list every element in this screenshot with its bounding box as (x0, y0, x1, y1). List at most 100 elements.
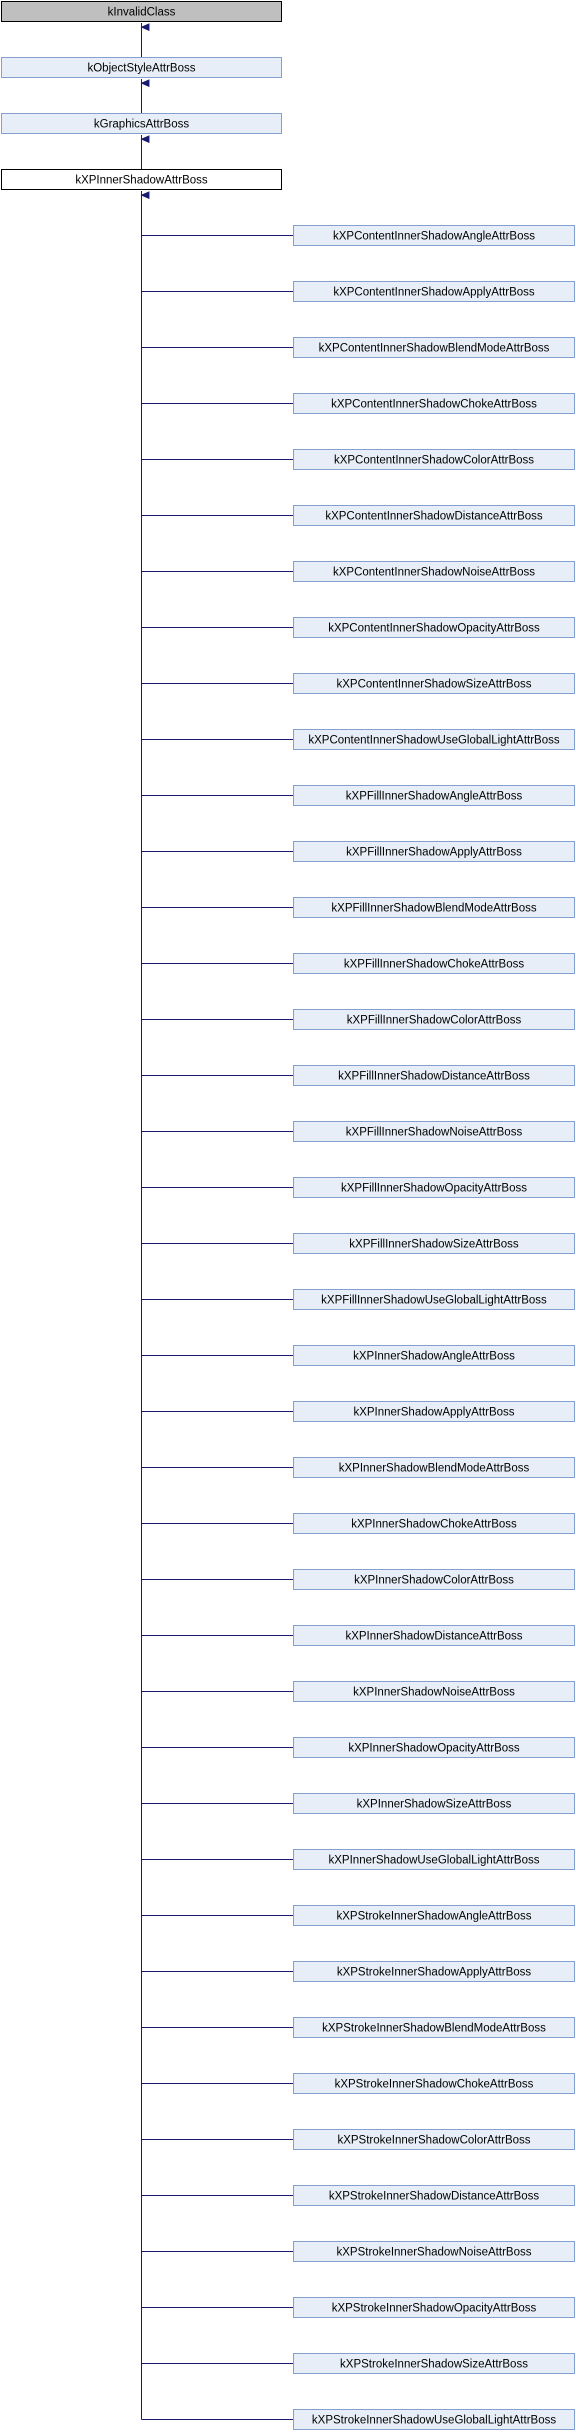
class-node-k-xpcontent-inner-shadow-distance-attr-boss-box (293, 505, 575, 526)
class-node-k-xpinner-shadow-attr-boss[interactable]: kXPInnerShadowAttrBoss (1, 169, 282, 190)
class-node-k-xpcontent-inner-shadow-distance-attr-boss-label: kXPContentInnerShadowDistanceAttrBoss (325, 511, 543, 523)
class-node-k-xpfill-inner-shadow-opacity-attr-boss[interactable]: kXPFillInnerShadowOpacityAttrBoss (293, 1177, 575, 1198)
class-node-k-xpcontent-inner-shadow-size-attr-boss-label: kXPContentInnerShadowSizeAttrBoss (337, 679, 532, 691)
class-node-k-xpinner-shadow-angle-attr-boss[interactable]: kXPInnerShadowAngleAttrBoss (293, 1345, 575, 1366)
class-node-k-xpcontent-inner-shadow-angle-attr-boss-box (293, 225, 575, 246)
class-node-k-xpfill-inner-shadow-blend-mode-attr-boss[interactable]: kXPFillInnerShadowBlendModeAttrBoss (293, 897, 575, 918)
class-node-k-xpinner-shadow-apply-attr-boss[interactable]: kXPInnerShadowApplyAttrBoss (293, 1401, 575, 1422)
class-node-k-xpfill-inner-shadow-use-global-light-attr-boss[interactable]: kXPFillInnerShadowUseGlobalLightAttrBoss (293, 1289, 575, 1310)
class-node-k-xpfill-inner-shadow-angle-attr-boss[interactable]: kXPFillInnerShadowAngleAttrBoss (293, 785, 575, 806)
class-node-k-xpstroke-inner-shadow-angle-attr-boss-box (293, 1905, 575, 1926)
class-node-k-xpstroke-inner-shadow-distance-attr-boss-label: kXPStrokeInnerShadowDistanceAttrBoss (329, 2191, 540, 2203)
class-node-k-xpfill-inner-shadow-blend-mode-attr-boss-box (293, 897, 575, 918)
class-node-k-xpcontent-inner-shadow-choke-attr-boss-label: kXPContentInnerShadowChokeAttrBoss (331, 399, 537, 411)
class-node-k-xpcontent-inner-shadow-noise-attr-boss-box (293, 561, 575, 582)
class-node-k-xpstroke-inner-shadow-size-attr-boss[interactable]: kXPStrokeInnerShadowSizeAttrBoss (293, 2353, 575, 2374)
class-node-k-xpstroke-inner-shadow-distance-attr-boss[interactable]: kXPStrokeInnerShadowDistanceAttrBoss (293, 2185, 575, 2206)
class-node-k-xpstroke-inner-shadow-choke-attr-boss-label: kXPStrokeInnerShadowChokeAttrBoss (335, 2079, 534, 2091)
class-node-k-xpinner-shadow-noise-attr-boss[interactable]: kXPInnerShadowNoiseAttrBoss (293, 1681, 575, 1702)
class-node-k-xpfill-inner-shadow-distance-attr-boss-box (293, 1065, 575, 1086)
class-node-k-xpcontent-inner-shadow-opacity-attr-boss-box (293, 617, 575, 638)
class-node-k-xpinner-shadow-opacity-attr-boss-box (293, 1737, 575, 1758)
class-node-k-xpstroke-inner-shadow-noise-attr-boss-box (293, 2241, 575, 2262)
class-node-k-xpfill-inner-shadow-choke-attr-boss-label: kXPFillInnerShadowChokeAttrBoss (344, 959, 524, 971)
class-node-k-xpcontent-inner-shadow-use-global-light-attr-boss-label: kXPContentInnerShadowUseGlobalLightAttrB… (308, 735, 559, 747)
class-node-k-xpinner-shadow-choke-attr-boss-label: kXPInnerShadowChokeAttrBoss (351, 1519, 517, 1531)
class-node-k-xpstroke-inner-shadow-use-global-light-attr-boss-label: kXPStrokeInnerShadowUseGlobalLightAttrBo… (312, 2415, 556, 2427)
class-node-k-xpfill-inner-shadow-choke-attr-boss[interactable]: kXPFillInnerShadowChokeAttrBoss (293, 953, 575, 974)
class-node-k-xpinner-shadow-color-attr-boss-box (293, 1569, 575, 1590)
class-node-k-xpinner-shadow-attr-boss-box (1, 169, 282, 190)
class-node-k-xpstroke-inner-shadow-angle-attr-boss-label: kXPStrokeInnerShadowAngleAttrBoss (337, 1911, 532, 1923)
class-node-k-xpinner-shadow-use-global-light-attr-boss[interactable]: kXPInnerShadowUseGlobalLightAttrBoss (293, 1849, 575, 1870)
class-node-k-xpfill-inner-shadow-choke-attr-boss-box (293, 953, 575, 974)
class-node-k-xpcontent-inner-shadow-size-attr-boss[interactable]: kXPContentInnerShadowSizeAttrBoss (293, 673, 575, 694)
class-node-k-xpfill-inner-shadow-apply-attr-boss-label: kXPFillInnerShadowApplyAttrBoss (346, 847, 522, 859)
class-node-k-xpinner-shadow-distance-attr-boss-label: kXPInnerShadowDistanceAttrBoss (345, 1631, 522, 1643)
class-node-k-xpstroke-inner-shadow-choke-attr-boss-box (293, 2073, 575, 2094)
class-node-k-xpfill-inner-shadow-apply-attr-boss[interactable]: kXPFillInnerShadowApplyAttrBoss (293, 841, 575, 862)
class-node-k-xpstroke-inner-shadow-choke-attr-boss[interactable]: kXPStrokeInnerShadowChokeAttrBoss (293, 2073, 575, 2094)
class-node-k-xpinner-shadow-attr-boss-label: kXPInnerShadowAttrBoss (75, 175, 208, 187)
class-node-k-xpinner-shadow-apply-attr-boss-label: kXPInnerShadowApplyAttrBoss (353, 1407, 514, 1419)
class-node-k-xpinner-shadow-choke-attr-boss-box (293, 1513, 575, 1534)
class-node-k-xpstroke-inner-shadow-use-global-light-attr-boss[interactable]: kXPStrokeInnerShadowUseGlobalLightAttrBo… (293, 2409, 575, 2430)
class-node-k-xpcontent-inner-shadow-opacity-attr-boss-label: kXPContentInnerShadowOpacityAttrBoss (328, 623, 540, 635)
class-node-k-xpcontent-inner-shadow-blend-mode-attr-boss-box (293, 337, 575, 358)
class-node-k-xpcontent-inner-shadow-opacity-attr-boss[interactable]: kXPContentInnerShadowOpacityAttrBoss (293, 617, 575, 638)
class-node-k-xpinner-shadow-noise-attr-boss-label: kXPInnerShadowNoiseAttrBoss (353, 1687, 515, 1699)
class-node-k-xpinner-shadow-opacity-attr-boss[interactable]: kXPInnerShadowOpacityAttrBoss (293, 1737, 575, 1758)
class-node-k-xpinner-shadow-size-attr-boss[interactable]: kXPInnerShadowSizeAttrBoss (293, 1793, 575, 1814)
class-node-k-xpcontent-inner-shadow-color-attr-boss[interactable]: kXPContentInnerShadowColorAttrBoss (293, 449, 575, 470)
class-node-k-xpstroke-inner-shadow-color-attr-boss-box (293, 2129, 575, 2150)
class-node-k-xpinner-shadow-apply-attr-boss-box (293, 1401, 575, 1422)
class-node-k-xpfill-inner-shadow-color-attr-boss[interactable]: kXPFillInnerShadowColorAttrBoss (293, 1009, 575, 1030)
class-node-k-xpstroke-inner-shadow-noise-attr-boss[interactable]: kXPStrokeInnerShadowNoiseAttrBoss (293, 2241, 575, 2262)
class-node-k-xpstroke-inner-shadow-color-attr-boss[interactable]: kXPStrokeInnerShadowColorAttrBoss (293, 2129, 575, 2150)
class-node-k-object-style-attr-boss-box (1, 57, 282, 78)
class-node-k-invalid-class-label: kInvalidClass (108, 7, 176, 19)
class-node-k-xpinner-shadow-use-global-light-attr-boss-label: kXPInnerShadowUseGlobalLightAttrBoss (329, 1855, 540, 1867)
class-node-k-xpinner-shadow-angle-attr-boss-box (293, 1345, 575, 1366)
class-node-k-xpfill-inner-shadow-blend-mode-attr-boss-label: kXPFillInnerShadowBlendModeAttrBoss (331, 903, 536, 915)
class-node-k-xpfill-inner-shadow-angle-attr-boss-box (293, 785, 575, 806)
class-node-k-xpcontent-inner-shadow-noise-attr-boss[interactable]: kXPContentInnerShadowNoiseAttrBoss (293, 561, 575, 582)
class-node-k-xpcontent-inner-shadow-choke-attr-boss-box (293, 393, 575, 414)
class-node-k-xpstroke-inner-shadow-blend-mode-attr-boss-label: kXPStrokeInnerShadowBlendModeAttrBoss (322, 2023, 546, 2035)
class-node-k-xpfill-inner-shadow-size-attr-boss[interactable]: kXPFillInnerShadowSizeAttrBoss (293, 1233, 575, 1254)
class-node-k-xpcontent-inner-shadow-apply-attr-boss-label: kXPContentInnerShadowApplyAttrBoss (333, 287, 535, 299)
class-node-k-xpinner-shadow-choke-attr-boss[interactable]: kXPInnerShadowChokeAttrBoss (293, 1513, 575, 1534)
class-node-k-xpinner-shadow-distance-attr-boss[interactable]: kXPInnerShadowDistanceAttrBoss (293, 1625, 575, 1646)
class-node-k-xpstroke-inner-shadow-apply-attr-boss-box (293, 1961, 575, 1982)
class-node-k-xpcontent-inner-shadow-use-global-light-attr-boss-box (293, 729, 575, 750)
class-node-k-xpinner-shadow-use-global-light-attr-boss-box (293, 1849, 575, 1870)
class-node-k-graphics-attr-boss-box (1, 113, 282, 134)
class-node-k-xpinner-shadow-color-attr-boss[interactable]: kXPInnerShadowColorAttrBoss (293, 1569, 575, 1590)
class-node-k-xpcontent-inner-shadow-blend-mode-attr-boss-label: kXPContentInnerShadowBlendModeAttrBoss (319, 343, 550, 355)
class-node-k-invalid-class[interactable]: kInvalidClass (1, 1, 282, 22)
class-node-k-xpcontent-inner-shadow-apply-attr-boss[interactable]: kXPContentInnerShadowApplyAttrBoss (293, 281, 575, 302)
class-node-k-xpcontent-inner-shadow-angle-attr-boss-label: kXPContentInnerShadowAngleAttrBoss (333, 231, 535, 243)
class-node-k-xpstroke-inner-shadow-apply-attr-boss[interactable]: kXPStrokeInnerShadowApplyAttrBoss (293, 1961, 575, 1982)
class-node-k-xpstroke-inner-shadow-opacity-attr-boss[interactable]: kXPStrokeInnerShadowOpacityAttrBoss (293, 2297, 575, 2318)
class-node-k-xpcontent-inner-shadow-use-global-light-attr-boss[interactable]: kXPContentInnerShadowUseGlobalLightAttrB… (293, 729, 575, 750)
class-node-k-xpfill-inner-shadow-apply-attr-boss-box (293, 841, 575, 862)
class-node-k-xpstroke-inner-shadow-angle-attr-boss[interactable]: kXPStrokeInnerShadowAngleAttrBoss (293, 1905, 575, 1926)
class-node-k-xpcontent-inner-shadow-distance-attr-boss[interactable]: kXPContentInnerShadowDistanceAttrBoss (293, 505, 575, 526)
class-node-k-graphics-attr-boss[interactable]: kGraphicsAttrBoss (1, 113, 282, 134)
class-node-k-xpcontent-inner-shadow-noise-attr-boss-label: kXPContentInnerShadowNoiseAttrBoss (333, 567, 535, 579)
class-node-k-xpinner-shadow-blend-mode-attr-boss[interactable]: kXPInnerShadowBlendModeAttrBoss (293, 1457, 575, 1478)
class-node-k-object-style-attr-boss[interactable]: kObjectStyleAttrBoss (1, 57, 282, 78)
class-node-k-xpcontent-inner-shadow-choke-attr-boss[interactable]: kXPContentInnerShadowChokeAttrBoss (293, 393, 575, 414)
class-node-k-xpcontent-inner-shadow-angle-attr-boss[interactable]: kXPContentInnerShadowAngleAttrBoss (293, 225, 575, 246)
class-node-k-xpfill-inner-shadow-noise-attr-boss[interactable]: kXPFillInnerShadowNoiseAttrBoss (293, 1121, 575, 1142)
class-node-k-xpcontent-inner-shadow-blend-mode-attr-boss[interactable]: kXPContentInnerShadowBlendModeAttrBoss (293, 337, 575, 358)
class-node-k-xpfill-inner-shadow-noise-attr-boss-label: kXPFillInnerShadowNoiseAttrBoss (346, 1127, 523, 1139)
class-node-k-xpfill-inner-shadow-size-attr-boss-label: kXPFillInnerShadowSizeAttrBoss (349, 1239, 519, 1251)
inheritance-edges (140, 23, 294, 2420)
class-node-k-xpfill-inner-shadow-use-global-light-attr-boss-label: kXPFillInnerShadowUseGlobalLightAttrBoss (321, 1295, 547, 1307)
class-node-k-xpfill-inner-shadow-distance-attr-boss[interactable]: kXPFillInnerShadowDistanceAttrBoss (293, 1065, 575, 1086)
class-node-k-xpstroke-inner-shadow-blend-mode-attr-boss[interactable]: kXPStrokeInnerShadowBlendModeAttrBoss (293, 2017, 575, 2038)
